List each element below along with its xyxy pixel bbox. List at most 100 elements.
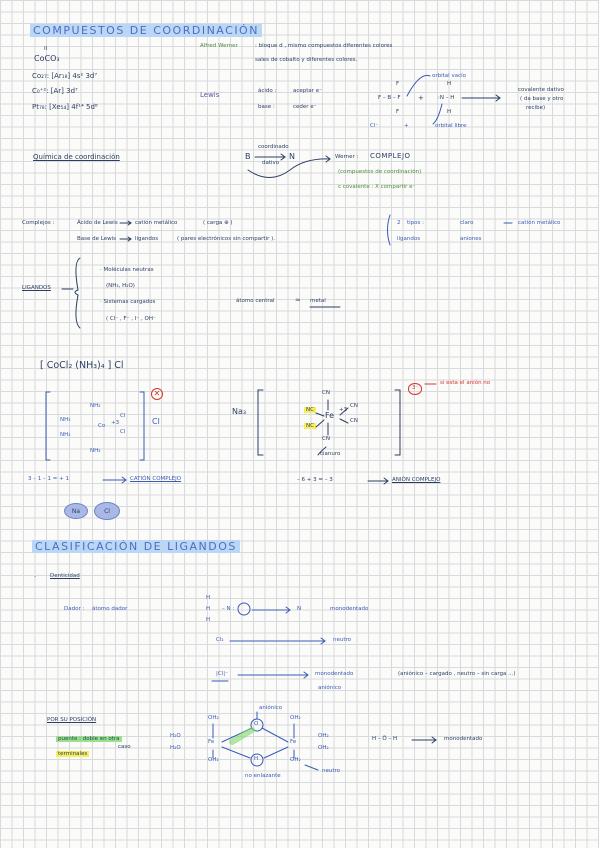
page-title: COMPUESTOS DE COORDINACIÓN: [30, 24, 262, 37]
covalente-dativo: covalente dativo: [518, 87, 564, 93]
water-right-1: OH₂: [318, 733, 329, 739]
nh3-top: NH₃: [90, 403, 101, 409]
dador-label: Dador :: [64, 606, 85, 612]
cianuro-label: cianuro: [320, 451, 341, 457]
chloride-ion: Cl⁻: [370, 123, 379, 129]
base-definition: ceder e⁻: [293, 104, 317, 110]
neutro-label-2: neutro: [322, 768, 341, 774]
lewis-label: Lewis: [200, 91, 220, 99]
nh3-molecule: :N – H: [438, 95, 455, 101]
werner-text-1: : bloque d , mismo compuestos diferentes…: [255, 43, 393, 49]
plus-sign: +: [418, 94, 424, 102]
covalente-note-2: recibe): [526, 105, 546, 111]
water-top-right: OH₂: [290, 715, 301, 721]
nh3-bottom-h: H: [447, 109, 452, 115]
chloride-counter-ion: Cl: [152, 417, 160, 426]
monodentado-2: monodentado: [315, 671, 354, 677]
roman-two: II: [44, 46, 48, 52]
complejos-label: Complejos :: [22, 220, 55, 226]
orbital-libre-label: orbital libre: [435, 123, 467, 129]
acido-label: ácido :: [258, 88, 277, 94]
cn-bottom: CN: [322, 436, 330, 442]
formula-cobalt-complex: [ CoCl₂ (NH₃)₄ ] Cl: [40, 360, 124, 371]
cobalt-atom: Co: [98, 423, 106, 429]
cn-top: CN: [322, 390, 330, 396]
water-left-2: H₂O: [170, 745, 181, 751]
quimica-coordinacion-heading: Química de coordinación: [33, 153, 120, 161]
monodentado-1: monodentado: [330, 606, 369, 612]
bridge-hydrogen: H: [254, 756, 259, 762]
neutro-label: neutro: [333, 637, 352, 643]
pt-configuration: Pt₇₈: [Xe₅₄] 4f¹⁴ 5d⁸: [32, 103, 98, 111]
cn-right-1: CN: [350, 403, 358, 409]
carga-note: ( carga ⊕ ): [203, 220, 233, 226]
water-bottom-left: OH₂: [208, 757, 219, 763]
nh3-bottom: NH₃: [90, 448, 101, 454]
water-molecule: H – Ö – H: [372, 736, 398, 742]
orbital-vacio-label: orbital vacío: [432, 73, 466, 79]
anion-complejo-label: ANIÓN COMPLEJO: [392, 477, 441, 483]
puente-label: puente : doble en otra: [56, 736, 122, 742]
bf3-top-f: F: [396, 81, 400, 87]
sodium-bubble: Na: [64, 503, 88, 519]
sodium-counter: Na₃: [232, 407, 247, 416]
tipos-label: tipos :: [407, 220, 425, 226]
water-left-1: H₂O: [170, 733, 181, 739]
chloride-bubble: Cl: [94, 502, 120, 520]
covalente-note-1: ( da base y otro: [520, 96, 564, 102]
werner-name: Alfred Werner: [200, 43, 238, 49]
por-posicion-heading: POR SU POSICIÓN: [47, 717, 97, 723]
plus-sign-2: +: [404, 123, 409, 129]
nitrogen-result: N: [297, 606, 302, 612]
water-bottom-right: OH₂: [290, 757, 301, 763]
cation-complejo-label: CATIÓN COMPLEJO: [130, 476, 182, 482]
co2-configuration: C₀⁺²: [Ar] 3d⁷: [32, 87, 78, 95]
chloride-ligand-2: Cl: [120, 429, 126, 435]
denticidad-heading: Denticidad: [50, 573, 80, 579]
acido-lewis: Ácido de Lewis: [77, 220, 118, 226]
x-mark-icon: ✕: [151, 388, 163, 400]
carga-note: (aniónico – cargado , neutro – sin carga…: [398, 671, 516, 677]
compuestos-coordinacion: (compuestos de coordinación): [338, 169, 422, 175]
h-atom-3: H: [206, 617, 211, 623]
nh3-left-2: NH₃: [60, 432, 71, 438]
moleculas-ejemplos: (NH₃, H₂O): [106, 283, 135, 289]
nc-left-1: NC: [304, 407, 316, 413]
formula-coco3: CoCO₃: [34, 54, 60, 63]
iron-atom: Fe: [325, 411, 335, 420]
claro-label: claro: [460, 220, 474, 226]
h-atom-1: H: [206, 595, 211, 601]
b-atom: B: [245, 152, 251, 161]
h-atom-2: H: [206, 606, 211, 612]
nh3-top-h: H: [447, 81, 452, 87]
water-top-left: OH₂: [208, 715, 219, 721]
chloride-ligand-1: Cl: [120, 413, 126, 419]
werner-label: Werner :: [335, 154, 359, 160]
caso-label: caso: [118, 744, 131, 750]
iron-atom-right: Fe: [290, 739, 297, 745]
co-configuration: Co₂₇: [Ar₁₈] 4s² 3d⁷: [32, 72, 98, 80]
cn-right-2: CN: [350, 418, 358, 424]
dativo-label: dativo: [262, 160, 280, 166]
monodentado-3: monodentado: [444, 736, 483, 742]
approx-sign: ≃: [295, 296, 301, 304]
atomo-central: átomo central: [236, 298, 275, 304]
anionico-label-2: aniónico: [259, 705, 283, 711]
ligandos-2: ligandos: [397, 236, 421, 242]
covalente-compartir: c covalente : X compartir e⁻: [338, 184, 416, 190]
nitrogen-donor: – N :: [222, 606, 235, 612]
base-lewis: Base de Lewis: [77, 236, 117, 242]
aniones-label: aniones: [460, 236, 482, 242]
ligandos-label: LIGANDOS: [22, 285, 51, 291]
pares-note: ( pares electrónicos sin compartir ).: [177, 236, 275, 242]
water-right-2: OH₂: [318, 745, 329, 751]
base-label: base :: [258, 104, 275, 110]
complejo-label: COMPLEJO: [370, 152, 411, 160]
chlorine-molecule: Cl₂: [216, 637, 224, 643]
sistemas-ejemplos: ( Cl⁻ , F⁻ , I⁻ , OH⁻: [106, 316, 156, 322]
charge-minus-three: 3⁻: [408, 383, 423, 395]
anion-charge-calc: – 6 + 3 = – 3: [297, 477, 333, 483]
bf3-molecule: F – B – F: [378, 95, 401, 101]
cobalt-oxidation: +3: [111, 420, 120, 426]
cation-metalico-2: catión metálico: [518, 220, 561, 226]
